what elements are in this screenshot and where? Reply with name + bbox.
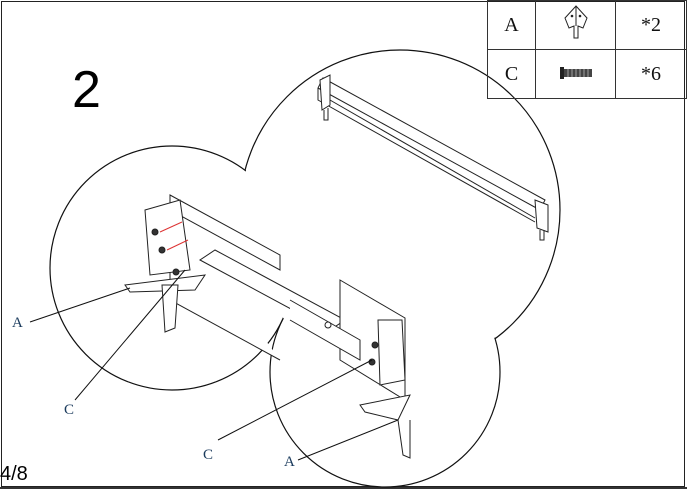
right-detail bbox=[289, 279, 411, 459]
leader-line bbox=[217, 359, 373, 441]
callout-label: C bbox=[203, 447, 214, 463]
parts-row: C *6 bbox=[487, 49, 687, 99]
parts-table: A *2 C *6 bbox=[487, 0, 687, 99]
left-detail bbox=[124, 194, 346, 361]
leader-line bbox=[74, 269, 186, 401]
callout-label: A bbox=[284, 454, 295, 470]
callout-label: A bbox=[12, 315, 23, 331]
part-quantity: *2 bbox=[615, 0, 687, 50]
part-letter: A bbox=[487, 0, 536, 50]
leader-line bbox=[29, 287, 131, 323]
side-rail bbox=[317, 74, 549, 241]
parts-row: A *2 bbox=[487, 0, 687, 50]
leader-line bbox=[297, 419, 399, 461]
part-quantity: *6 bbox=[615, 49, 687, 99]
callout-label: C bbox=[64, 402, 75, 418]
part-letter: C bbox=[487, 49, 536, 99]
bolt-icon bbox=[535, 49, 616, 99]
page-indicator: 4/8 bbox=[0, 463, 28, 485]
step-number: 2 bbox=[72, 61, 101, 119]
divider bbox=[0, 487, 687, 489]
bracket-leg-icon bbox=[535, 0, 616, 50]
